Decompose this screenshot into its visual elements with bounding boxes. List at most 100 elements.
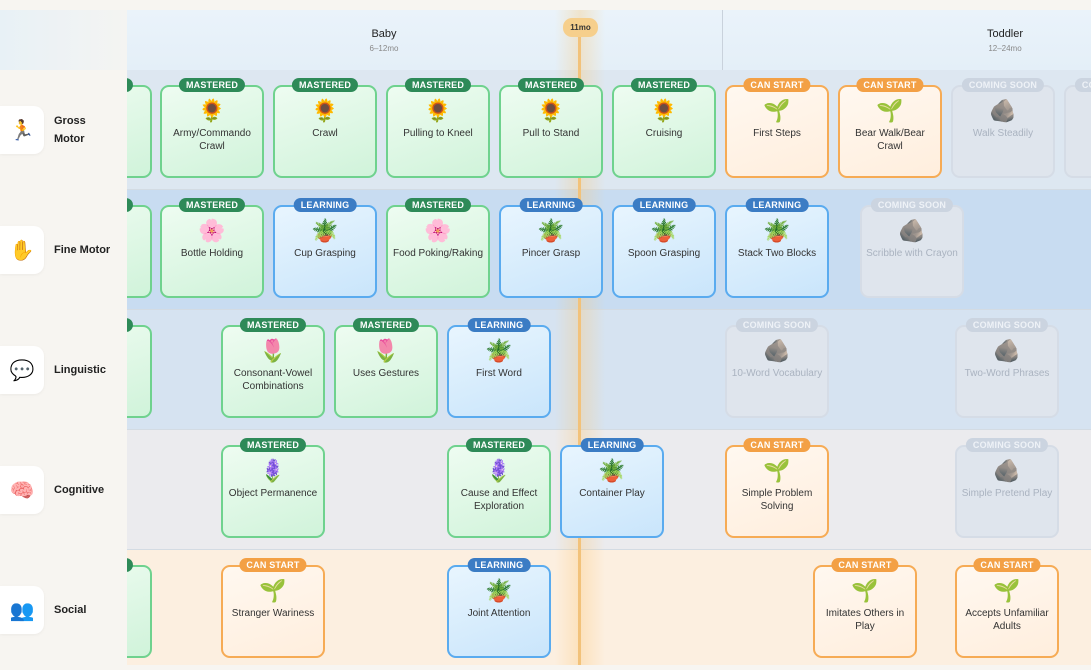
milestone-card[interactable]: CAN START🌱Stranger Wariness: [221, 558, 325, 658]
milestone-card[interactable]: LEARNING🪴Container Play: [560, 438, 664, 538]
milestone-card[interactable]: LEARNING🪴Joint Attention: [447, 558, 551, 658]
status-badge: COMING SOON: [1074, 78, 1091, 92]
category-label: Linguistic: [54, 364, 106, 376]
mastered-plant-icon: [127, 217, 150, 245]
milestone-card[interactable]: MASTERED🌻Pull to Stand: [499, 78, 603, 178]
milestone-timeline[interactable]: Baby 6–12mo Toddler 12–24mo MASTEREDMAST…: [127, 10, 1091, 665]
sidebar-category[interactable]: 🏃Gross Motor: [0, 70, 127, 190]
category-icon: 🏃: [0, 106, 44, 154]
milestone-card[interactable]: CAN START🌱First Steps: [725, 78, 829, 178]
category-icon: ✋: [0, 226, 44, 274]
status-badge: CAN START: [743, 438, 811, 452]
milestone-card[interactable]: CAN START🌱Simple Problem Solving: [725, 438, 829, 538]
milestone-card[interactable]: COMING SOON 🪨 Walk Steadily: [951, 78, 1055, 178]
category-label: Cognitive: [54, 484, 105, 496]
milestone-card[interactable]: LEARNING 🪴 Pincer Grasp: [499, 198, 603, 298]
learning-plant-icon: 🪴: [537, 218, 565, 243]
current-age-badge: 11mo: [563, 18, 598, 37]
milestone-card[interactable]: MASTERED: [127, 318, 152, 418]
milestone-card[interactable]: MASTERED🌸Bottle Holding: [160, 198, 264, 298]
status-badge: COMING SOON: [965, 318, 1049, 332]
milestone-card[interactable]: MASTERED🌷Uses Gestures: [334, 318, 438, 418]
category-icon: 👥: [0, 586, 44, 634]
mastered-plant-icon: 🌻: [198, 98, 226, 123]
milestone-card[interactable]: COMING SOON🪨Simple Pretend Play: [955, 438, 1059, 538]
current-age-line: [578, 30, 581, 665]
milestone-title: First Steps: [753, 128, 801, 139]
milestone-card[interactable]: MASTERED🪻Cause and Effect Exploration: [447, 438, 551, 538]
category-icon: 💬: [0, 346, 44, 394]
milestone-title: Uses Gestures: [352, 368, 420, 379]
milestone-card[interactable]: MASTERED 🌻 Crawl: [273, 78, 377, 178]
status-badge: CAN START: [856, 78, 924, 92]
row-social: MASTERED CAN START🌱Stranger Wariness LEARN…: [127, 550, 1091, 665]
milestone-title: Object Permanence: [228, 488, 318, 499]
milestone-card[interactable]: MASTERED: [127, 558, 152, 658]
status-badge: MASTERED: [178, 78, 246, 92]
mastered-plant-icon: 🌷: [259, 338, 287, 363]
mastered-plant-icon: 🌻: [650, 98, 678, 123]
milestone-card[interactable]: LEARNING🪴First Word: [447, 318, 551, 418]
milestone-title: 10-Word Vocabulary: [731, 368, 823, 379]
milestone-card[interactable]: MASTERED🌷Consonant-Vowel Combinations: [221, 318, 325, 418]
row-fine-motor: MASTEREDMASTERED🌸Bottle HoldingLEARNING🪴…: [127, 190, 1091, 310]
milestone-title: Walk Steadily: [972, 128, 1034, 139]
sidebar-category[interactable]: 💬 Linguistic: [0, 310, 127, 430]
learning-plant-icon: 🪴: [763, 218, 791, 243]
milestone-title: Simple Pretend Play: [961, 488, 1053, 499]
milestone-card[interactable]: MASTERED: [127, 78, 152, 178]
learning-plant-icon: 🪴: [311, 218, 339, 243]
canstart-plant-icon: 🌱: [851, 578, 879, 603]
milestone-card[interactable]: MASTERED🌻Pulling to Kneel: [386, 78, 490, 178]
milestone-card[interactable]: MASTERED🪻Object Permanence: [221, 438, 325, 538]
milestone-card[interactable]: CAN START🌱Imitates Others in Play: [813, 558, 917, 658]
sidebar-category[interactable]: 👥 Social: [0, 550, 127, 670]
stage-toddler: Toddler 12–24mo: [877, 10, 1091, 70]
row-gross-motor: MASTEREDMASTERED🌻Army/Commando CrawlMAST…: [127, 70, 1091, 190]
status-badge: MASTERED: [291, 78, 359, 92]
status-badge: MASTERED: [239, 318, 307, 332]
canstart-plant-icon: 🌱: [763, 458, 791, 483]
stage-title: Toddler: [986, 28, 1024, 40]
status-badge: COMING SOON: [961, 78, 1045, 92]
category-label: Social: [54, 604, 87, 616]
row-linguistic: MASTEREDMASTERED🌷Consonant-Vowel Combina…: [127, 310, 1091, 430]
status-badge: COMING SOON: [735, 318, 819, 332]
milestone-title: Pincer Grasp: [521, 248, 581, 259]
learning-plant-icon: 🪴: [650, 218, 678, 243]
milestone-card[interactable]: MASTERED🌻Army/Commando Crawl: [160, 78, 264, 178]
milestone-card[interactable]: CAN START🌱Accepts Unfamiliar Adults: [955, 558, 1059, 658]
soon-plant-icon: 🪨: [989, 98, 1017, 123]
milestone-title: Two-Word Phrases: [964, 368, 1050, 379]
milestone-card[interactable]: LEARNING🪴Cup Grasping: [273, 198, 377, 298]
category-sidebar: 🏃Gross Motor✋Fine Motor 💬 Linguistic 🧠Cogni…: [0, 10, 127, 665]
status-badge: LEARNING: [519, 198, 583, 212]
soon-plant-icon: [1066, 97, 1091, 125]
milestone-title: Bear Walk/Bear Crawl: [855, 128, 925, 152]
milestone-card[interactable]: MASTERED🌸Food Poking/Raking: [386, 198, 490, 298]
status-badge: LEARNING: [580, 438, 644, 452]
sidebar-category[interactable]: ✋Fine Motor: [0, 190, 127, 310]
mastered-plant-icon: 🪻: [485, 458, 513, 483]
mastered-plant-icon: 🌸: [198, 218, 226, 243]
milestone-card[interactable]: COMING SOON🪨Two-Word Phrases: [955, 318, 1059, 418]
milestone-card[interactable]: COMING SOON🪨Scribble with Crayon: [860, 198, 964, 298]
status-badge: LEARNING: [467, 558, 531, 572]
learning-plant-icon: 🪴: [485, 578, 513, 603]
milestone-card[interactable]: COMING SOON🪨10-Word Vocabulary: [725, 318, 829, 418]
sidebar-category[interactable]: 🧠Cognitive: [0, 430, 127, 550]
milestone-card[interactable]: COMING SOON: [1064, 78, 1091, 178]
mastered-plant-icon: 🌻: [311, 98, 339, 123]
milestone-card[interactable]: LEARNING🪴Stack Two Blocks: [725, 198, 829, 298]
mastered-plant-icon: 🌻: [424, 98, 452, 123]
status-badge: MASTERED: [517, 78, 585, 92]
status-badge: LEARNING: [293, 198, 357, 212]
stage-title: Baby: [371, 28, 397, 40]
status-badge: CAN START: [973, 558, 1041, 572]
milestone-card[interactable]: CAN START🌱Bear Walk/Bear Crawl: [838, 78, 942, 178]
milestone-title: Crawl: [312, 128, 338, 139]
milestone-card[interactable]: LEARNING🪴Spoon Grasping: [612, 198, 716, 298]
status-badge: LEARNING: [467, 318, 531, 332]
milestone-card[interactable]: MASTERED: [127, 198, 152, 298]
milestone-card[interactable]: MASTERED🌻Cruising: [612, 78, 716, 178]
